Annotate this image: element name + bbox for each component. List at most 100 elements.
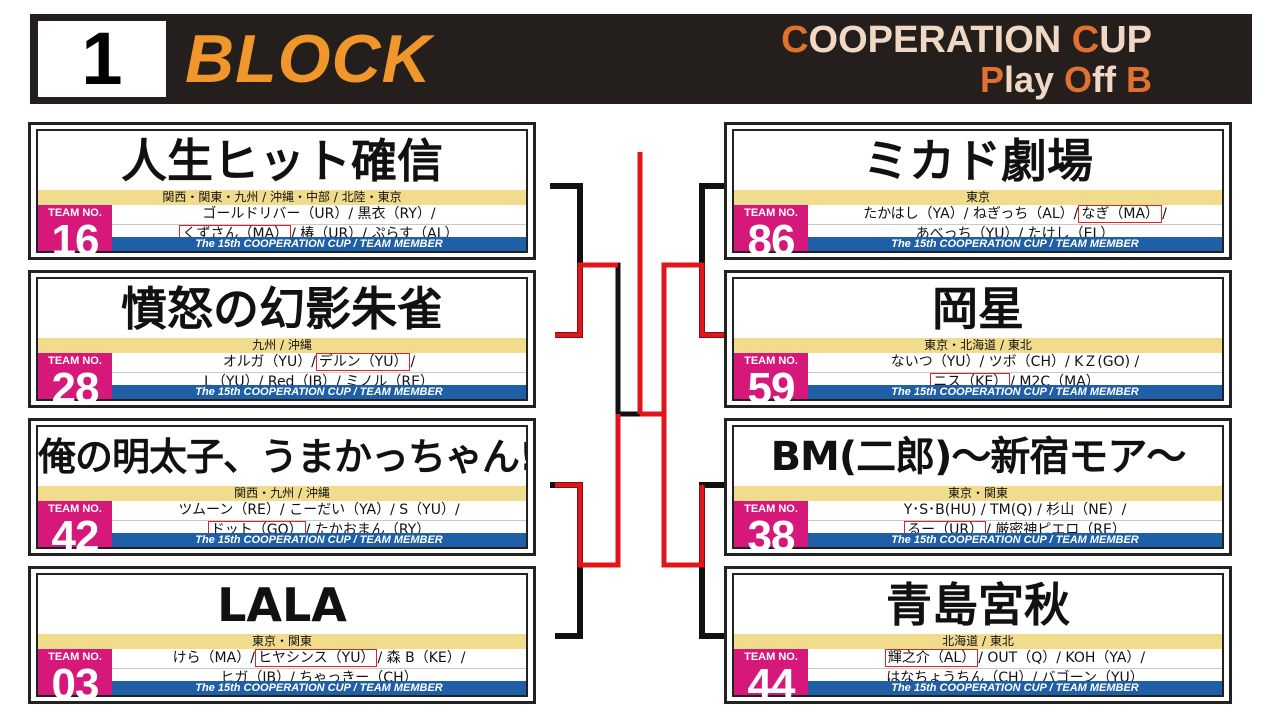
cup-title: COOPERATION CUP Play Off B bbox=[781, 20, 1152, 100]
team-region: 北海道 / 東北 bbox=[734, 634, 1222, 649]
team-number: 86 bbox=[747, 216, 796, 265]
header-bar: 1 BLOCK COOPERATION CUP Play Off B bbox=[30, 14, 1252, 104]
member-line-1: ないつ（YU）/ ツボ（CH）/ KＺ(GO) / bbox=[808, 353, 1222, 373]
team-number-badge: TEAM NO.38 bbox=[734, 501, 808, 559]
team-footer: The 15th COOPERATION CUP / TEAM MEMBER bbox=[808, 533, 1222, 547]
team-no-label: TEAM NO. bbox=[48, 651, 102, 663]
team-footer: The 15th COOPERATION CUP / TEAM MEMBER bbox=[112, 533, 526, 547]
member-highlight: ヒヤシンス（YU） bbox=[254, 649, 378, 667]
cup-line2-part: B bbox=[1126, 59, 1152, 100]
member-text: たかはし（YA）/ ねぎっち（AL）/ bbox=[863, 206, 1079, 222]
team-footer: The 15th COOPERATION CUP / TEAM MEMBER bbox=[112, 681, 526, 695]
member-text: Y･S･B(HU) / TM(Q) / 杉山（NE）/ bbox=[903, 502, 1127, 518]
team-number-badge: TEAM NO.16 bbox=[38, 205, 112, 263]
bracket-line bbox=[550, 482, 583, 639]
team-no-label: TEAM NO. bbox=[744, 207, 798, 219]
team-number: 59 bbox=[747, 364, 796, 413]
team-number-badge: TEAM NO.44 bbox=[734, 649, 808, 707]
team-number: 42 bbox=[51, 512, 100, 561]
team-footer: The 15th COOPERATION CUP / TEAM MEMBER bbox=[808, 385, 1222, 399]
team-card-inner: LALA 東京・関東 TEAM NO.03 けら（MA）/ヒヤシンス（YU）/ … bbox=[36, 573, 528, 707]
team-number-badge: TEAM NO.59 bbox=[734, 353, 808, 411]
team-number-badge: TEAM NO.28 bbox=[38, 353, 112, 411]
member-text: / 森 B（KE）/ bbox=[377, 650, 466, 666]
team-members: Y･S･B(HU) / TM(Q) / 杉山（NE）/ るー（UR）/ 厳密神ピ… bbox=[808, 501, 1222, 539]
member-line-1: たかはし（YA）/ ねぎっち（AL）/なぎ（MA）/ bbox=[808, 205, 1222, 225]
team-card-inner: ミカド劇場 東京 TEAM NO.86 たかはし（YA）/ ねぎっち（AL）/な… bbox=[732, 129, 1224, 263]
team-no-label: TEAM NO. bbox=[48, 503, 102, 515]
team-name: 岡星 bbox=[932, 282, 1024, 336]
member-line-1: ツムーン（RE）/ こーだい（YA）/ S（YU）/ bbox=[112, 501, 526, 521]
cup-line2-part: P bbox=[979, 59, 1004, 100]
team-region: 東京・関東 bbox=[38, 634, 526, 649]
cup-title-line1: COOPERATION CUP bbox=[781, 20, 1152, 60]
cup-line2-part: lay bbox=[1003, 59, 1064, 100]
team-region: 東京・北海道 / 東北 bbox=[734, 338, 1222, 353]
team-no-label: TEAM NO. bbox=[744, 503, 798, 515]
team-region: 東京・関東 bbox=[734, 486, 1222, 501]
member-line-1: オルガ（YU）/デルン（YU）/ bbox=[112, 353, 526, 373]
team-name: BM(二郎)〜新宿モア〜 bbox=[770, 434, 1187, 480]
member-text: ないつ（YU）/ ツボ（CH）/ KＺ(GO) / bbox=[890, 354, 1140, 370]
team-no-label: TEAM NO. bbox=[48, 355, 102, 367]
team-card-inner: BM(二郎)〜新宿モア〜 東京・関東 TEAM NO.38 Y･S･B(HU) … bbox=[732, 425, 1224, 559]
bracket-line bbox=[555, 414, 621, 568]
cup-line1-part: C bbox=[781, 19, 809, 61]
team-card-left-2: 憤怒の幻影朱雀 九州 / 沖縄 TEAM NO.28 オルガ（YU）/デルン（Y… bbox=[28, 270, 536, 411]
team-name: LALA bbox=[217, 578, 347, 632]
team-number-badge: TEAM NO.03 bbox=[38, 649, 112, 707]
team-card-right-1: ミカド劇場 東京 TEAM NO.86 たかはし（YA）/ ねぎっち（AL）/な… bbox=[724, 122, 1232, 263]
member-line-1: Y･S･B(HU) / TM(Q) / 杉山（NE）/ bbox=[808, 501, 1222, 521]
bracket-line bbox=[550, 183, 583, 338]
member-highlight: 輝之介（AL） bbox=[884, 649, 979, 667]
team-no-label: TEAM NO. bbox=[744, 651, 798, 663]
bracket-line bbox=[661, 414, 705, 568]
team-card-right-3: BM(二郎)〜新宿モア〜 東京・関東 TEAM NO.38 Y･S･B(HU) … bbox=[724, 418, 1232, 559]
cup-line1-part: OOPERATION bbox=[808, 19, 1072, 61]
team-number: 28 bbox=[51, 364, 100, 413]
member-line-1: ゴールドリバー（UR）/ 黒衣（RY）/ bbox=[112, 205, 526, 225]
team-card-left-1: 人生ヒット確信 関西・関東・九州 / 沖縄・中部 / 北陸・東京 TEAM NO… bbox=[28, 122, 536, 263]
bracket-line bbox=[580, 262, 640, 417]
team-region: 関西・九州 / 沖縄 bbox=[38, 486, 526, 501]
bracket-line bbox=[640, 262, 727, 417]
team-card-inner: 人生ヒット確信 関西・関東・九州 / 沖縄・中部 / 北陸・東京 TEAM NO… bbox=[36, 129, 528, 263]
team-card-inner: 青島宮秋 北海道 / 東北 TEAM NO.44 輝之介（AL）/ OUT（Q）… bbox=[732, 573, 1224, 707]
team-number: 16 bbox=[51, 216, 100, 265]
cup-line1-part: UP bbox=[1099, 19, 1152, 61]
member-text: / bbox=[1162, 206, 1167, 222]
team-number-badge: TEAM NO.86 bbox=[734, 205, 808, 263]
team-card-left-4: LALA 東京・関東 TEAM NO.03 けら（MA）/ヒヤシンス（YU）/ … bbox=[28, 566, 536, 707]
team-card-right-4: 青島宮秋 北海道 / 東北 TEAM NO.44 輝之介（AL）/ OUT（Q）… bbox=[724, 566, 1232, 707]
member-text: ツムーン（RE）/ こーだい（YA）/ S（YU）/ bbox=[178, 502, 460, 518]
team-region: 関西・関東・九州 / 沖縄・中部 / 北陸・東京 bbox=[38, 190, 526, 205]
block-label: BLOCK bbox=[185, 21, 432, 97]
member-text: オルガ（YU）/ bbox=[222, 354, 316, 370]
cup-line2-part: O bbox=[1064, 59, 1093, 100]
team-card-right-2: 岡星 東京・北海道 / 東北 TEAM NO.59 ないつ（YU）/ ツボ（CH… bbox=[724, 270, 1232, 411]
member-text: / OUT（Q）/ KOH（YA）/ bbox=[978, 650, 1146, 666]
team-region: 九州 / 沖縄 bbox=[38, 338, 526, 353]
team-name: 人生ヒット確信 bbox=[121, 134, 443, 188]
cup-line1-part: C bbox=[1071, 19, 1100, 61]
team-no-label: TEAM NO. bbox=[744, 355, 798, 367]
cup-line2-part: ff bbox=[1092, 59, 1126, 100]
member-text: / bbox=[410, 354, 416, 370]
bracket-line bbox=[555, 262, 618, 338]
team-number: 44 bbox=[747, 660, 796, 709]
team-name: 青島宮秋 bbox=[886, 578, 1070, 632]
team-number: 38 bbox=[747, 512, 796, 561]
team-footer: The 15th COOPERATION CUP / TEAM MEMBER bbox=[808, 681, 1222, 695]
team-card-inner: 岡星 東京・北海道 / 東北 TEAM NO.59 ないつ（YU）/ ツボ（CH… bbox=[732, 277, 1224, 411]
team-name: 憤怒の幻影朱雀 bbox=[121, 282, 443, 336]
team-no-label: TEAM NO. bbox=[48, 207, 102, 219]
team-footer: The 15th COOPERATION CUP / TEAM MEMBER bbox=[112, 385, 526, 399]
team-card-inner: 俺の明太子、うまかっちゃん! 関西・九州 / 沖縄 TEAM NO.42 ツムー… bbox=[36, 425, 528, 559]
member-highlight: なぎ（MA） bbox=[1078, 205, 1163, 223]
team-number: 03 bbox=[51, 660, 100, 709]
member-text: けら（MA）/ bbox=[172, 650, 255, 666]
team-name: 俺の明太子、うまかっちゃん! bbox=[38, 435, 526, 479]
member-line-1: 輝之介（AL）/ OUT（Q）/ KOH（YA）/ bbox=[808, 649, 1222, 669]
team-footer: The 15th COOPERATION CUP / TEAM MEMBER bbox=[808, 237, 1222, 251]
